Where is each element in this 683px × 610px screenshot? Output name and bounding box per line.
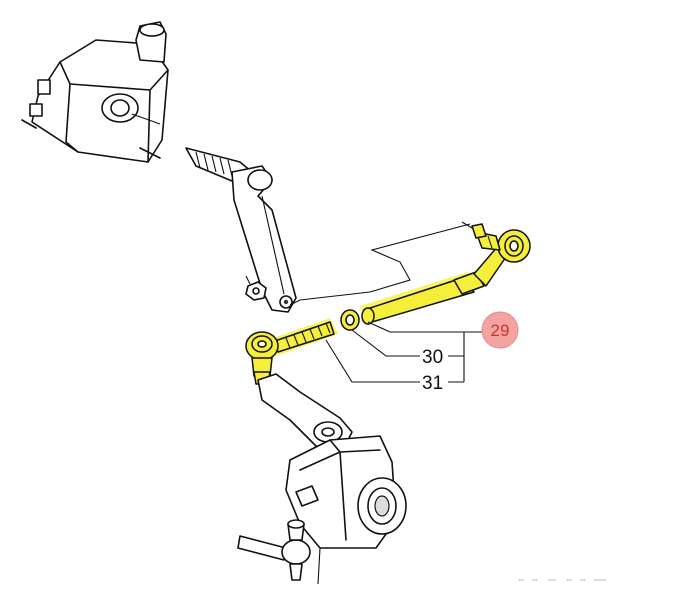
pitman-arm bbox=[185, 147, 297, 313]
leader-lines bbox=[325, 321, 482, 383]
washer bbox=[340, 309, 360, 331]
callout-30-text[interactable]: 30 bbox=[422, 347, 443, 368]
tie-rod-assembly bbox=[360, 223, 531, 325]
ball-joint-end bbox=[245, 318, 338, 385]
steering-knuckle bbox=[257, 373, 407, 585]
callout-31-text[interactable]: 31 bbox=[422, 373, 443, 394]
lower-tie-rod-end bbox=[237, 519, 311, 581]
callout-29-text: 29 bbox=[491, 321, 510, 340]
steering-box-housing bbox=[21, 21, 169, 163]
lock-nut bbox=[245, 275, 267, 301]
callout-badge bbox=[481, 311, 519, 349]
callout-29[interactable]: 29 bbox=[481, 311, 519, 349]
